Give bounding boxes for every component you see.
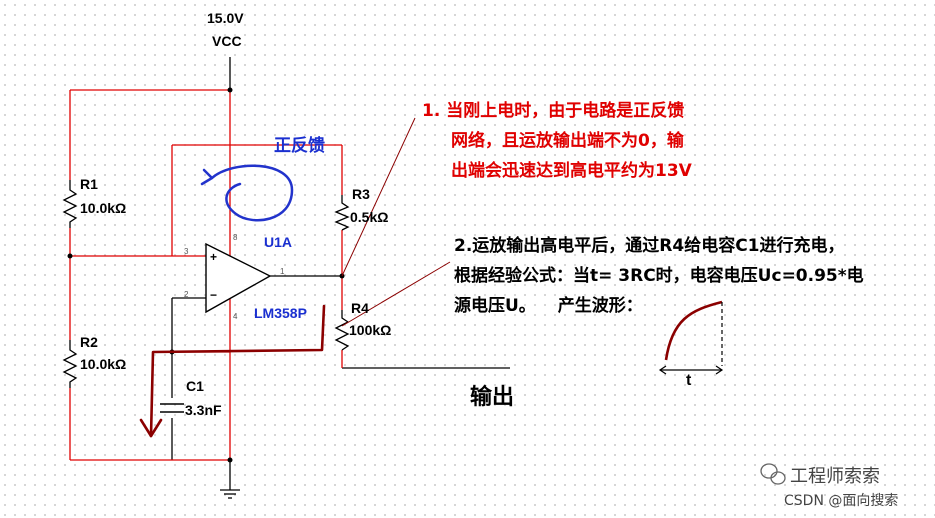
pin-8-label: 8	[233, 233, 238, 242]
watermark-logo-text: 工程师索索	[790, 466, 880, 487]
pin-1-label: 1	[280, 267, 285, 276]
r4-value: 100kΩ	[349, 322, 392, 338]
inverting-input-sign: −	[210, 288, 218, 302]
note2-line3-text: 源电压U。	[454, 296, 536, 316]
opamp-part: LM358P	[254, 305, 307, 321]
opamp-ref: U1A	[264, 234, 293, 250]
pin-4-label: 4	[233, 312, 238, 321]
note1-line2: 网络，且运放输出端不为0，输	[451, 131, 684, 151]
output-label: 输出	[470, 385, 515, 410]
ground-icon	[220, 489, 240, 499]
waveform-curve	[664, 300, 723, 361]
note2-line1: 2.运放输出高电平后，通过R4给电容C1进行充电，	[454, 236, 845, 256]
capacitor-c1-symbol	[160, 403, 184, 413]
r2-ref: R2	[80, 334, 98, 350]
note1-leader-line	[341, 117, 416, 277]
pin-2-label: 2	[184, 290, 189, 299]
supply-name-label: VCC	[212, 33, 242, 49]
charging-waveform	[658, 300, 724, 375]
note1-line3: 出端会迅速达到高电平约为13V	[451, 161, 692, 181]
pin-3-label: 3	[184, 247, 189, 256]
noninverting-input-sign: +	[210, 250, 218, 264]
c1-ref: C1	[186, 378, 204, 394]
resistor-r4-symbol	[334, 310, 350, 351]
resistor-r1-symbol	[62, 180, 78, 228]
waveform-title: 产生波形：	[557, 296, 643, 316]
circuit-wires	[171, 57, 510, 490]
r3-ref: R3	[352, 186, 370, 202]
r2-value: 10.0kΩ	[80, 356, 127, 372]
waveform-time-label: t	[686, 372, 692, 389]
supply-voltage-label: 15.0V	[207, 10, 244, 26]
r4-ref: R4	[351, 300, 369, 316]
note2-leader-line	[341, 261, 451, 327]
note1-line1: 1. 当刚上电时，由于电路是正反馈	[422, 101, 685, 121]
wechat-icon	[760, 463, 786, 485]
note1-block: 1. 当刚上电时，由于电路是正反馈 网络，且运放输出端不为0，输 出端会迅速达到…	[422, 96, 692, 186]
c1-value: 3.3nF	[185, 402, 222, 418]
note2-line3: 源电压U。 产生波形：	[454, 291, 864, 321]
r1-ref: R1	[80, 176, 98, 192]
note2-block: 2.运放输出高电平后，通过R4给电容C1进行充电， 根据经验公式：当t= 3RC…	[454, 231, 864, 321]
watermark-csdn: CSDN @面向搜索	[784, 493, 899, 509]
note2-line2: 根据经验公式：当t= 3RC时，电容电压Uc=0.95*电	[454, 266, 864, 286]
feedback-label: 正反馈	[274, 136, 325, 156]
resistor-r2-symbol	[62, 340, 78, 388]
opamp-symbol	[205, 242, 272, 314]
resistor-r3-symbol	[334, 195, 350, 231]
feedback-arrow-icon	[200, 164, 294, 222]
charging-path-arrow-icon	[139, 304, 326, 438]
r1-value: 10.0kΩ	[80, 200, 127, 216]
r3-value: 0.5kΩ	[350, 209, 389, 225]
